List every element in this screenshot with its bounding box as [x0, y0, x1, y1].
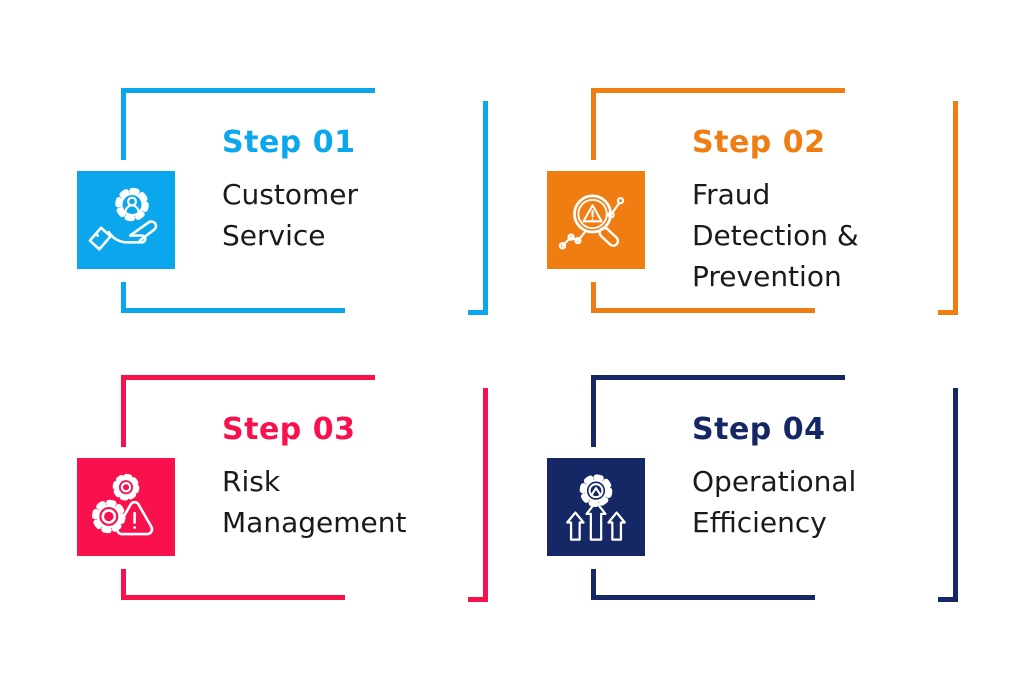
step-card-4: Step 04 Operational Efficiency — [530, 357, 1000, 617]
frame-bottom-line — [591, 595, 815, 600]
customer-service-hand-gear-icon — [77, 171, 175, 269]
right-bracket-line — [483, 101, 488, 315]
step-card-2: Step 02 Fraud Detection & Prevention — [530, 70, 1000, 330]
step-card-3: Step 03 Risk Management — [60, 357, 530, 617]
step-label: Step 04 — [692, 412, 826, 447]
gears-warning-svg — [92, 473, 154, 536]
frame-top-line — [591, 88, 845, 93]
frame-left-line-upper — [591, 88, 596, 160]
frame-left-line-upper — [121, 88, 126, 160]
right-bracket-foot — [468, 597, 488, 602]
step-title: Operational Efficiency — [692, 465, 857, 539]
step-label: Step 02 — [692, 125, 826, 160]
frame-top-line — [121, 88, 375, 93]
step-title: Risk Management — [222, 465, 407, 539]
right-bracket-foot — [938, 597, 958, 602]
right-bracket-foot — [468, 310, 488, 315]
frame-left-line-upper — [121, 375, 126, 447]
frame-top-line — [121, 375, 375, 380]
frame-bottom-line — [591, 308, 815, 313]
right-bracket-line — [953, 388, 958, 602]
frame-left-line-lower — [121, 569, 126, 600]
right-bracket-line — [953, 101, 958, 315]
magnifier-warning-svg — [558, 194, 625, 250]
fraud-detection-magnifier-icon — [547, 171, 645, 269]
step-card-1: Step 01 Customer Service — [60, 70, 530, 330]
step-label: Step 03 — [222, 412, 356, 447]
frame-left-line-upper — [591, 375, 596, 447]
hand-gear-svg — [88, 187, 158, 251]
frame-bottom-line — [121, 595, 345, 600]
step-label: Step 01 — [222, 125, 356, 160]
gear-arrows-svg — [566, 474, 626, 541]
operational-efficiency-gear-arrows-icon — [547, 458, 645, 556]
right-bracket-foot — [938, 310, 958, 315]
frame-left-line-lower — [591, 569, 596, 600]
step-title: Customer Service — [222, 178, 359, 252]
right-bracket-line — [483, 388, 488, 602]
frame-left-line-lower — [591, 282, 596, 313]
frame-top-line — [591, 375, 845, 380]
step-title: Fraud Detection & Prevention — [692, 178, 859, 293]
risk-management-gears-warning-icon — [77, 458, 175, 556]
frame-bottom-line — [121, 308, 345, 313]
frame-left-line-lower — [121, 282, 126, 313]
